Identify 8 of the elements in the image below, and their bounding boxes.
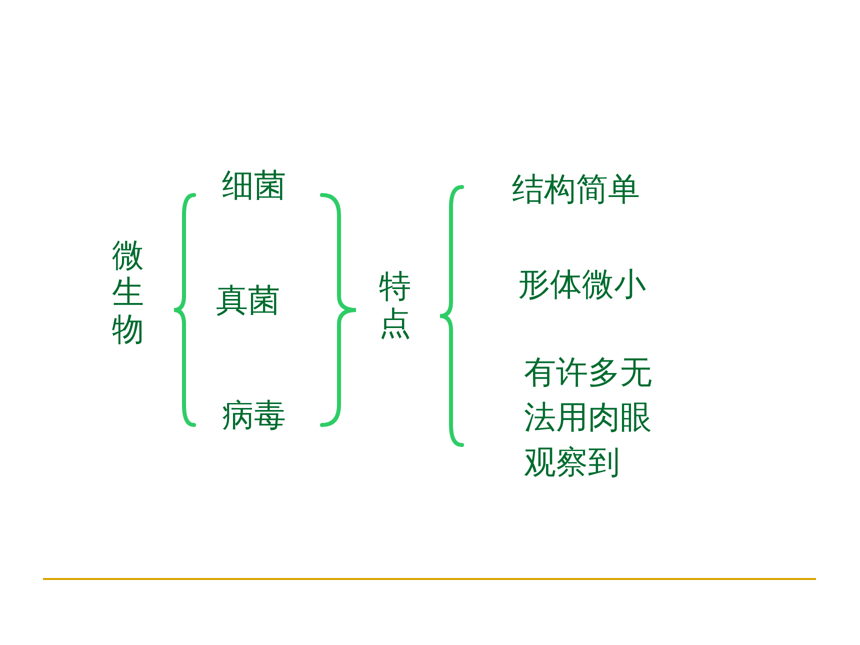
label: 细菌 (222, 166, 286, 204)
label: 有许多无法用肉眼观察到 (524, 352, 653, 483)
label: 形体微小 (518, 265, 646, 304)
label: 真菌 (216, 281, 280, 320)
vertical-label: 特点 (379, 268, 411, 342)
label: 结构简单 (512, 170, 640, 208)
vertical-label: 微生物 (112, 237, 144, 348)
label: 病毒 (222, 396, 286, 434)
